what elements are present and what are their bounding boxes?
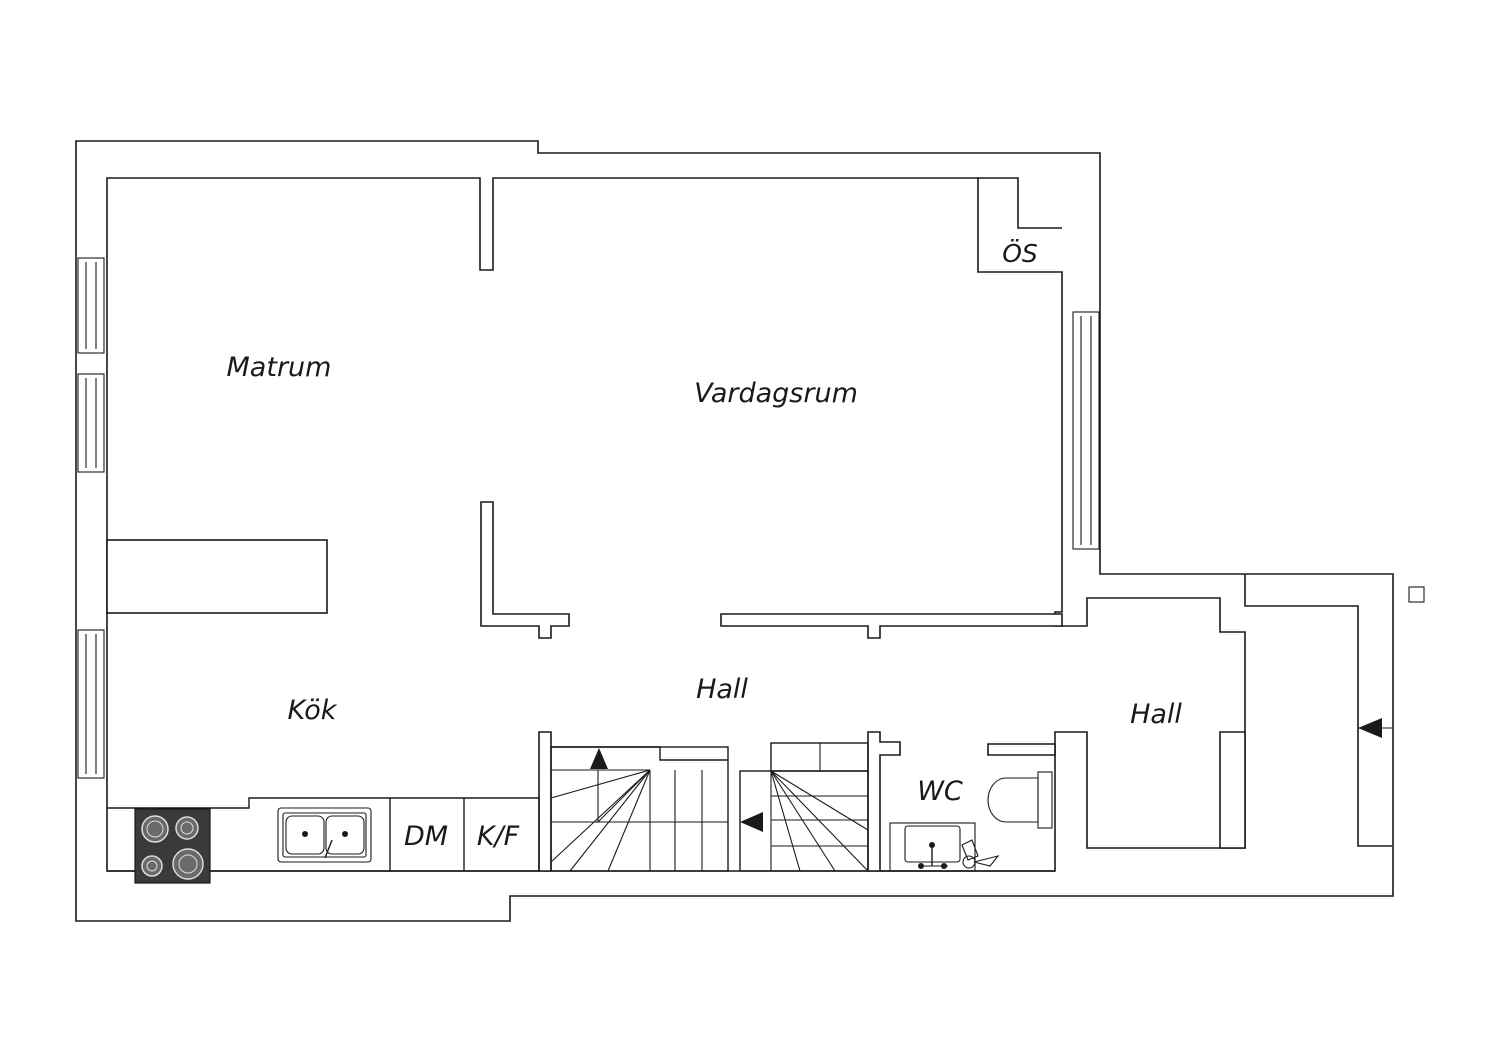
sink-icon xyxy=(277,807,372,863)
interior-walls xyxy=(106,501,1246,872)
room-labels: Matrum Vardagsrum ÖS Kök Hall Hall WC DM… xyxy=(227,239,1183,852)
window-vardagsrum xyxy=(1072,311,1100,550)
room-label-hall: Hall xyxy=(696,674,748,705)
entrance-arrow-icon xyxy=(1358,718,1382,738)
faucet-icon xyxy=(961,839,1000,869)
washbasin-icon xyxy=(889,822,976,872)
kitchen-counter xyxy=(107,797,540,884)
outer-walls xyxy=(75,140,1394,922)
room-label-hall-right: Hall xyxy=(1130,699,1182,730)
room-label-kok: Kök xyxy=(288,695,338,726)
entrance xyxy=(1358,586,1425,738)
wc-fixtures xyxy=(880,771,1055,872)
window-kok xyxy=(77,629,105,779)
stove-icon xyxy=(134,808,211,884)
room-label-vardagsrum: Vardagsrum xyxy=(694,378,858,409)
staircase-left xyxy=(550,746,729,872)
room-label-os: ÖS xyxy=(1002,239,1038,268)
toilet-icon xyxy=(987,771,1053,829)
outdoor-marker xyxy=(1408,586,1425,603)
stair-arrow-icon xyxy=(740,812,763,832)
appliance-label-dm: DM xyxy=(404,821,448,852)
window-matrum-top xyxy=(77,257,105,354)
window-matrum-bottom xyxy=(77,373,105,473)
kitchen-island xyxy=(106,539,328,614)
staircase-right xyxy=(739,742,869,872)
windows xyxy=(77,257,1100,779)
room-label-wc: WC xyxy=(917,776,963,807)
appliance-label-kf: K/F xyxy=(477,821,520,852)
stair-arrow-icon xyxy=(590,748,608,769)
room-label-matrum: Matrum xyxy=(227,352,332,383)
